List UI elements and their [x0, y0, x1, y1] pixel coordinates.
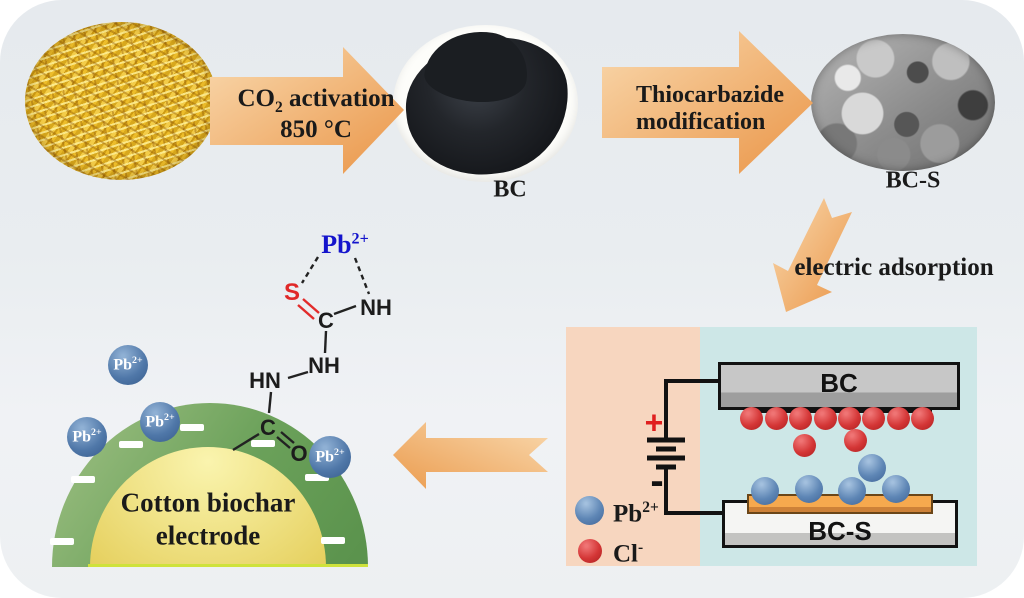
negative-charge-dash	[180, 424, 204, 431]
pb-ion-sphere-labeled: Pb2+	[67, 417, 107, 457]
pb-ion-sphere	[795, 475, 823, 503]
cl-ion-sphere	[911, 407, 934, 430]
bcs-sem-photo	[811, 34, 995, 171]
step1-temperature-label: 850 °C	[280, 116, 352, 143]
bc-electrode-top: BC	[718, 362, 960, 410]
bc-electrode-label: BC	[820, 368, 858, 398]
pb-ion-label: Pb2+	[72, 427, 102, 446]
dome-label-line2: electrode	[155, 520, 261, 551]
legend-cl-sphere	[578, 539, 602, 563]
legend-pb-label: Pb2+	[613, 499, 659, 528]
bcs-photo-label: BC-S	[885, 167, 941, 194]
molecule-o-atom: O	[290, 441, 308, 466]
battery-plus-sign: +	[644, 404, 664, 441]
negative-charge-dash	[321, 537, 345, 544]
pb-ion-label: Pb2+	[145, 412, 175, 431]
cl-ion-sphere	[793, 434, 816, 457]
molecule-pb-label: Pb2+	[321, 230, 369, 259]
pb-ion-sphere-labeled: Pb2+	[140, 402, 180, 442]
negative-charge-dash	[305, 474, 329, 481]
negative-charge-dash	[71, 476, 95, 483]
negative-charge-dash	[251, 440, 275, 447]
legend-pb-sphere	[575, 496, 604, 525]
pb-ion-label: Pb2+	[113, 355, 143, 374]
molecule-c-top-atom: C	[318, 308, 334, 333]
molecule-hn-group: HN	[249, 368, 281, 393]
pb-ion-label: Pb2+	[315, 447, 345, 466]
pb-ion-sphere	[882, 475, 910, 503]
pb-ion-sphere	[751, 477, 779, 505]
cotton-straw-photo	[25, 22, 217, 180]
battery-minus-sign: -	[650, 459, 664, 503]
step1-arrow-label: CO2 activation	[237, 85, 395, 116]
molecule-c-bottom-atom: C	[260, 415, 276, 440]
biochar-powder-photo	[393, 25, 578, 182]
dome-label-line1: Cotton biochar	[120, 487, 296, 518]
pb-ion-sphere	[858, 454, 886, 482]
molecule-s-atom: S	[283, 279, 301, 306]
step2-arrow-label: Thiocarbazide modification	[636, 82, 784, 135]
molecule-nh-mid-group: NH	[308, 353, 340, 378]
step3-label: electric adsorption	[794, 254, 994, 281]
pb-ion-sphere	[838, 477, 866, 505]
legend-cl-label: Cl-	[613, 539, 644, 568]
cl-ion-sphere	[887, 407, 910, 430]
cl-ion-sphere	[838, 407, 861, 430]
cl-ion-sphere	[789, 407, 812, 430]
molecule-nh-top-group: NH	[360, 295, 392, 320]
pb-ion-sphere-labeled: Pb2+	[108, 345, 148, 385]
bc-photo-label: BC	[493, 176, 527, 203]
cl-ion-sphere	[814, 407, 837, 430]
cl-ion-sphere	[740, 407, 763, 430]
negative-charge-dash	[119, 441, 143, 448]
bcs-electrode-label: BC-S	[808, 516, 872, 546]
cl-ion-sphere	[765, 407, 788, 430]
cl-ion-sphere	[862, 407, 885, 430]
cl-ion-sphere	[844, 429, 867, 452]
electrode-dome-baseline	[88, 564, 368, 567]
cell-left-panel	[566, 327, 700, 566]
negative-charge-dash	[50, 538, 74, 545]
pb-ion-sphere-labeled: Pb2+	[309, 436, 351, 478]
